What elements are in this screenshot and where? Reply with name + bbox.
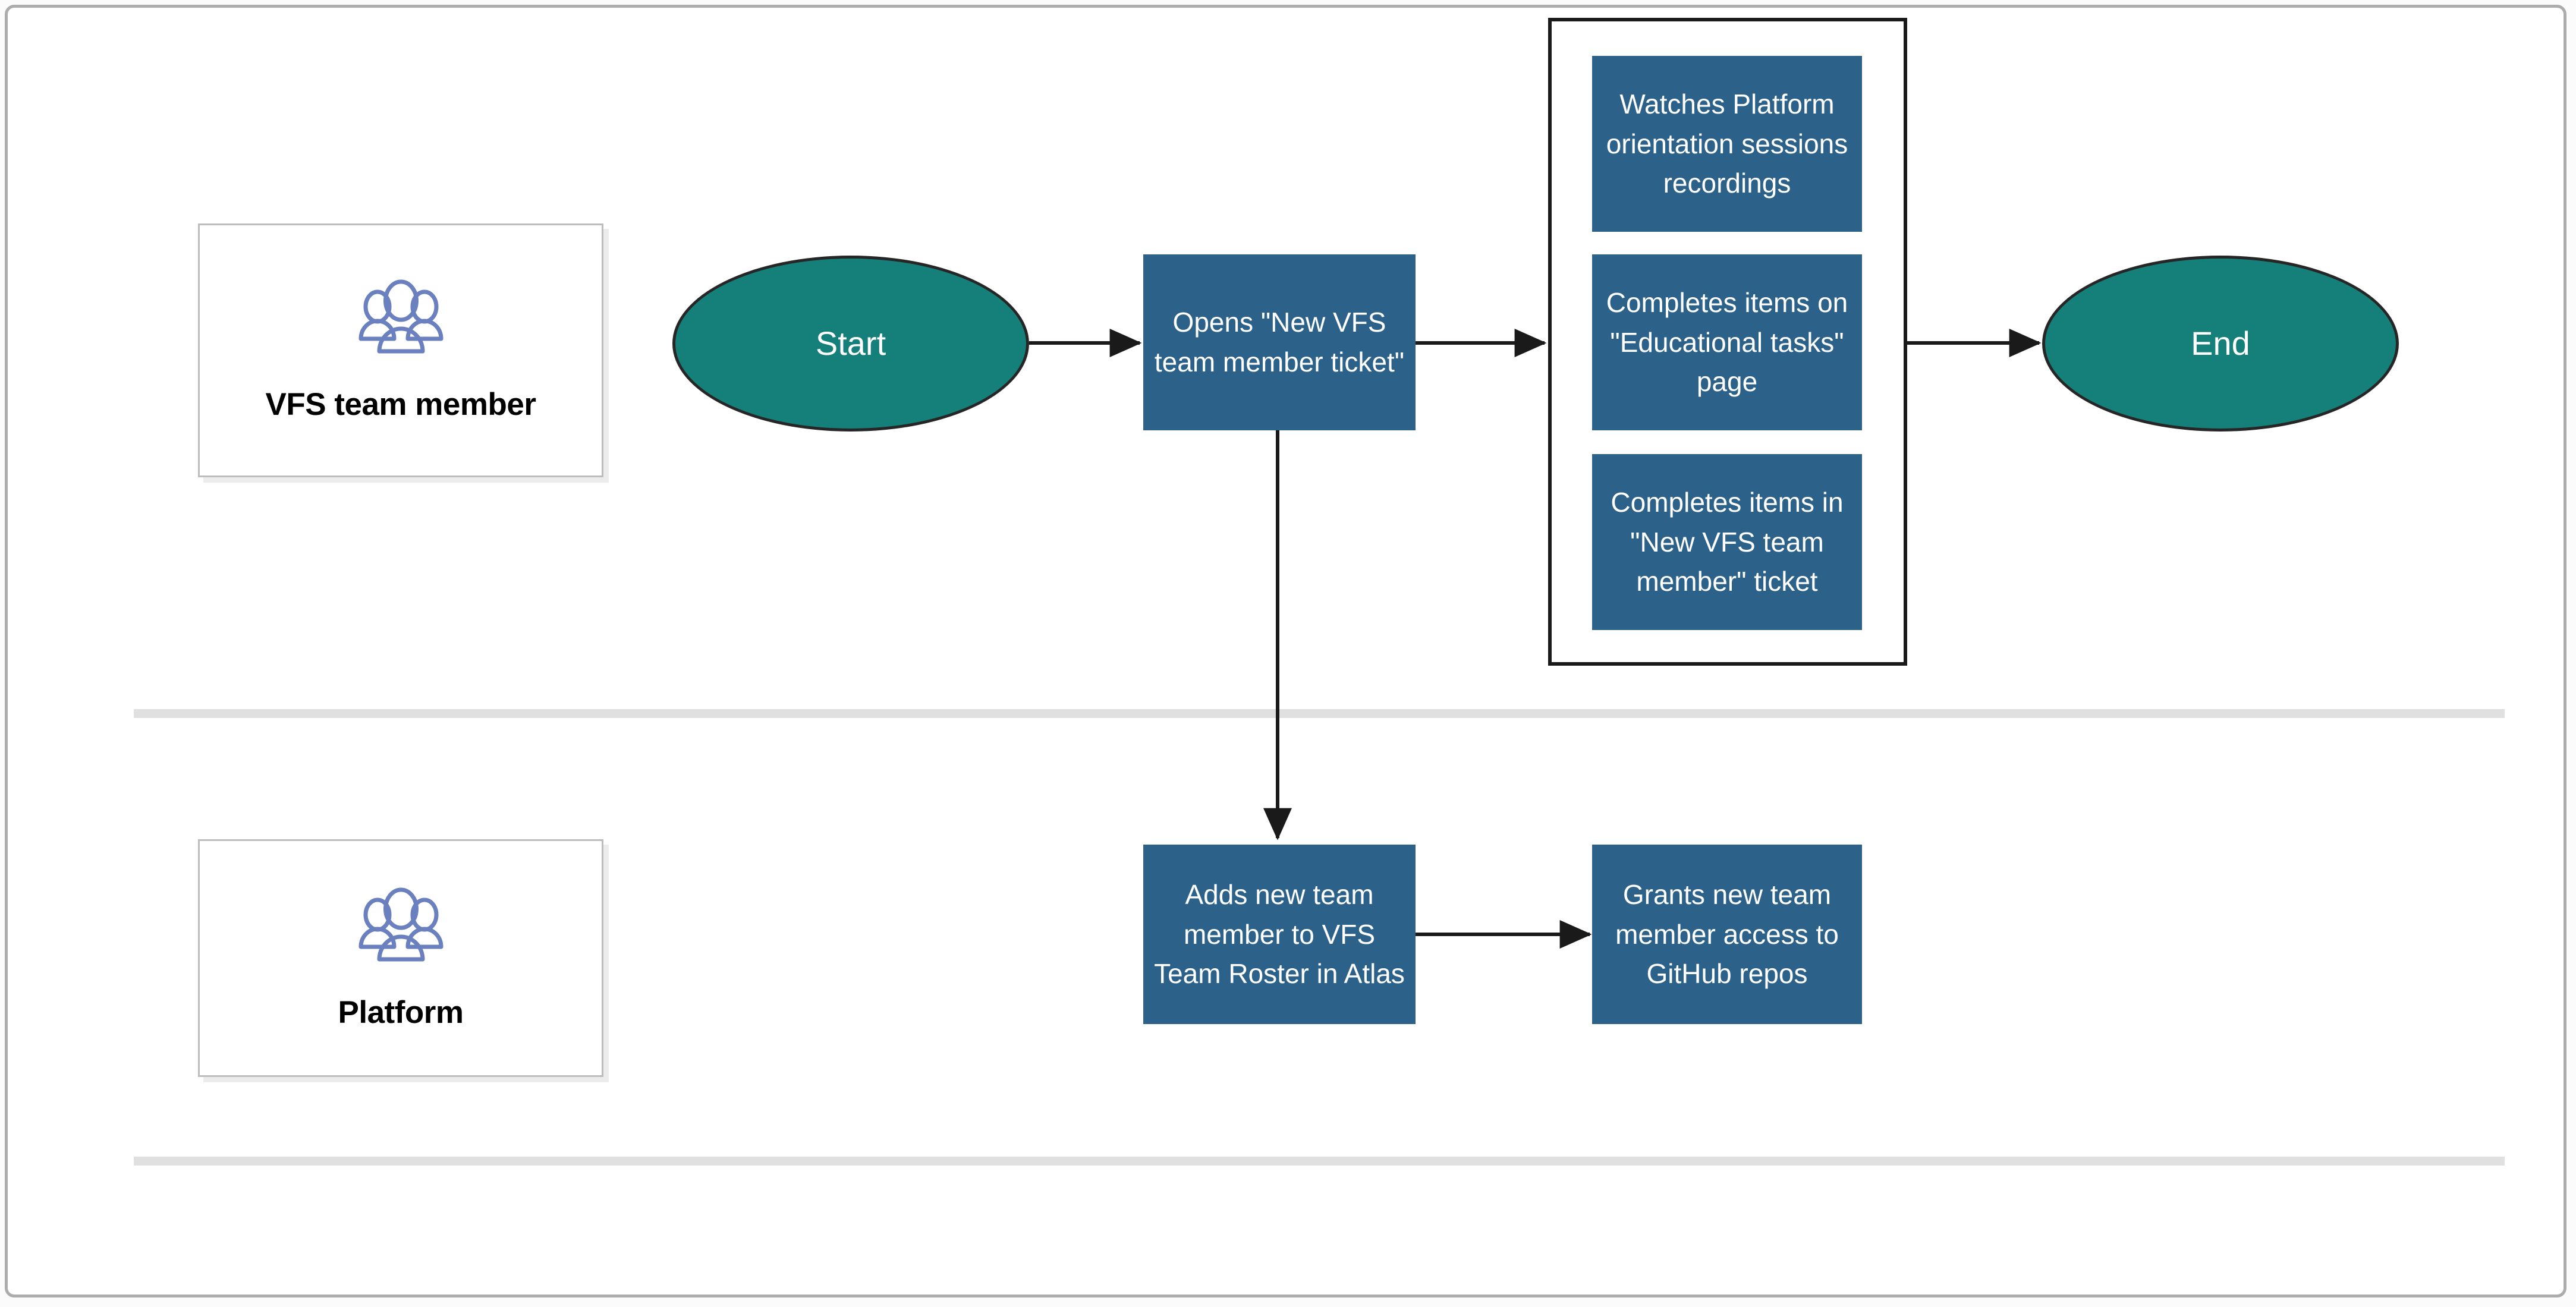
lane-divider-bottom (134, 1157, 2505, 1166)
group-onboarding-tasks (1548, 18, 1907, 666)
lane-header-platform[interactable]: Platform (198, 839, 603, 1077)
lane-label: VFS team member (265, 387, 536, 422)
lane-header-vfs-team-member[interactable]: VFS team member (198, 223, 603, 477)
node-label: Opens "New VFS team member ticket" (1154, 307, 1405, 377)
node-start[interactable]: Start (672, 256, 1029, 432)
node-grants-github-repo-access[interactable]: Grants new team member access to GitHub … (1592, 845, 1862, 1024)
node-opens-new-vfs-team-member-ticket[interactable]: Opens "New VFS team member ticket" (1143, 254, 1416, 430)
node-label: Completes items on "Educational tasks" p… (1606, 286, 1848, 398)
canvas-frame (5, 5, 2566, 1297)
node-label: Watches Platform orientation sessions re… (1606, 88, 1848, 199)
node-adds-new-team-member-to-roster[interactable]: Adds new team member to VFS Team Roster … (1143, 845, 1416, 1024)
people-icon (358, 279, 443, 354)
node-end[interactable]: End (2042, 256, 2399, 432)
node-label: Grants new team member access to GitHub … (1615, 878, 1839, 990)
node-watches-platform-orientation-recordings[interactable]: Watches Platform orientation sessions re… (1592, 56, 1862, 232)
lane-label: Platform (338, 994, 464, 1030)
node-completes-items-new-vfs-team-member-ticket[interactable]: Completes items in "New VFS team member"… (1592, 454, 1862, 630)
node-completes-items-educational-tasks-page[interactable]: Completes items on "Educational tasks" p… (1592, 254, 1862, 430)
node-label: End (2191, 324, 2250, 362)
people-icon (358, 887, 443, 961)
lane-divider-top (134, 709, 2505, 718)
node-label: Completes items in "New VFS team member"… (1611, 486, 1844, 597)
node-label: Start (815, 324, 886, 362)
node-label: Adds new team member to VFS Team Roster … (1154, 878, 1405, 990)
